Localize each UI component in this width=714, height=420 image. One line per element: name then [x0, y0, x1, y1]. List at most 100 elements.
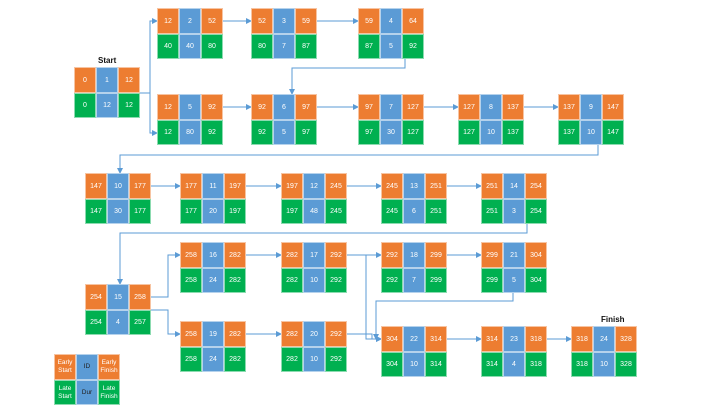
node-id: 14 — [503, 173, 525, 199]
node-es: 92 — [251, 94, 273, 120]
node-es: 59 — [358, 8, 380, 34]
node-es: 127 — [458, 94, 480, 120]
node-dur: 5 — [380, 34, 402, 59]
node-ef: 304 — [525, 242, 547, 268]
node-es: 197 — [281, 173, 303, 199]
node-es: 282 — [281, 321, 303, 347]
node-ef: 328 — [615, 326, 637, 352]
node-id: 13 — [403, 173, 425, 199]
node-ef: 299 — [425, 242, 447, 268]
node-ls: 304 — [381, 352, 403, 377]
node-ef: 282 — [224, 242, 246, 268]
node-lf: 299 — [425, 268, 447, 293]
node-dur: 7 — [403, 268, 425, 293]
node-es: 258 — [180, 321, 202, 347]
node-lf: 87 — [295, 34, 317, 59]
node-ef: 251 — [425, 173, 447, 199]
node-id: 18 — [403, 242, 425, 268]
node-ef: 59 — [295, 8, 317, 34]
node-es: 282 — [281, 242, 303, 268]
node-ls: 318 — [571, 352, 593, 377]
node-dur: 24 — [202, 347, 224, 372]
finish-label: Finish — [601, 315, 625, 324]
node-ef: 254 — [525, 173, 547, 199]
node-ls: 147 — [85, 199, 107, 224]
node-ef: 92 — [201, 94, 223, 120]
node-dur: 10 — [303, 347, 325, 372]
node-dur: 10 — [480, 120, 502, 145]
node-es: 251 — [481, 173, 503, 199]
node-lf: 251 — [425, 199, 447, 224]
node-ls: 254 — [85, 310, 107, 335]
node-ef: 147 — [602, 94, 624, 120]
node-es: 304 — [381, 326, 403, 352]
node-es: 97 — [358, 94, 380, 120]
dependency-arrow — [140, 92, 158, 136]
dependency-arrow — [117, 145, 599, 174]
node-ef: 314 — [425, 326, 447, 352]
node-ls: 197 — [281, 199, 303, 224]
node-ls: 87 — [358, 34, 380, 59]
dependency-arrows — [117, 18, 599, 342]
node-dur: 30 — [380, 120, 402, 145]
node-dur: 10 — [403, 352, 425, 377]
node-id: 22 — [403, 326, 425, 352]
node-dur: 24 — [202, 268, 224, 293]
node-ef: 177 — [129, 173, 151, 199]
node-es: 292 — [381, 242, 403, 268]
dependency-arrow — [289, 59, 406, 95]
node-id: 2 — [179, 8, 201, 34]
node-ls: 251 — [481, 199, 503, 224]
node-ls: 0 — [74, 93, 96, 118]
node-dur: 6 — [403, 199, 425, 224]
node-es: 299 — [481, 242, 503, 268]
node-id: 15 — [107, 284, 129, 310]
node-id: 21 — [503, 242, 525, 268]
node-id: 4 — [380, 8, 402, 34]
node-dur: 5 — [503, 268, 525, 293]
node-es: 245 — [381, 173, 403, 199]
node-ef: 318 — [525, 326, 547, 352]
node-lf: 127 — [402, 120, 424, 145]
node-ls: 258 — [180, 268, 202, 293]
legend-early-finish: Early Finish — [98, 354, 120, 380]
node-lf: 92 — [402, 34, 424, 59]
node-dur: 48 — [303, 199, 325, 224]
dependency-arrow — [373, 293, 514, 340]
node-ls: 282 — [281, 268, 303, 293]
node-ls: 97 — [358, 120, 380, 145]
node-ls: 282 — [281, 347, 303, 372]
node-dur: 10 — [580, 120, 602, 145]
node-ef: 64 — [402, 8, 424, 34]
node-lf: 245 — [325, 199, 347, 224]
node-dur: 3 — [503, 199, 525, 224]
node-ls: 299 — [481, 268, 503, 293]
node-lf: 318 — [525, 352, 547, 377]
node-dur: 5 — [273, 120, 295, 145]
node-es: 12 — [157, 8, 179, 34]
node-id: 1 — [96, 67, 118, 93]
node-ef: 282 — [224, 321, 246, 347]
node-es: 314 — [481, 326, 503, 352]
node-id: 11 — [202, 173, 224, 199]
node-lf: 80 — [201, 34, 223, 59]
node-ef: 12 — [118, 67, 140, 93]
legend-late-finish: Late Finish — [98, 380, 120, 405]
node-dur: 4 — [107, 310, 129, 335]
node-lf: 282 — [224, 268, 246, 293]
node-ls: 137 — [558, 120, 580, 145]
legend-late-start: Late Start — [54, 380, 76, 405]
node-ls: 314 — [481, 352, 503, 377]
node-ef: 245 — [325, 173, 347, 199]
node-es: 258 — [180, 242, 202, 268]
node-ls: 40 — [157, 34, 179, 59]
